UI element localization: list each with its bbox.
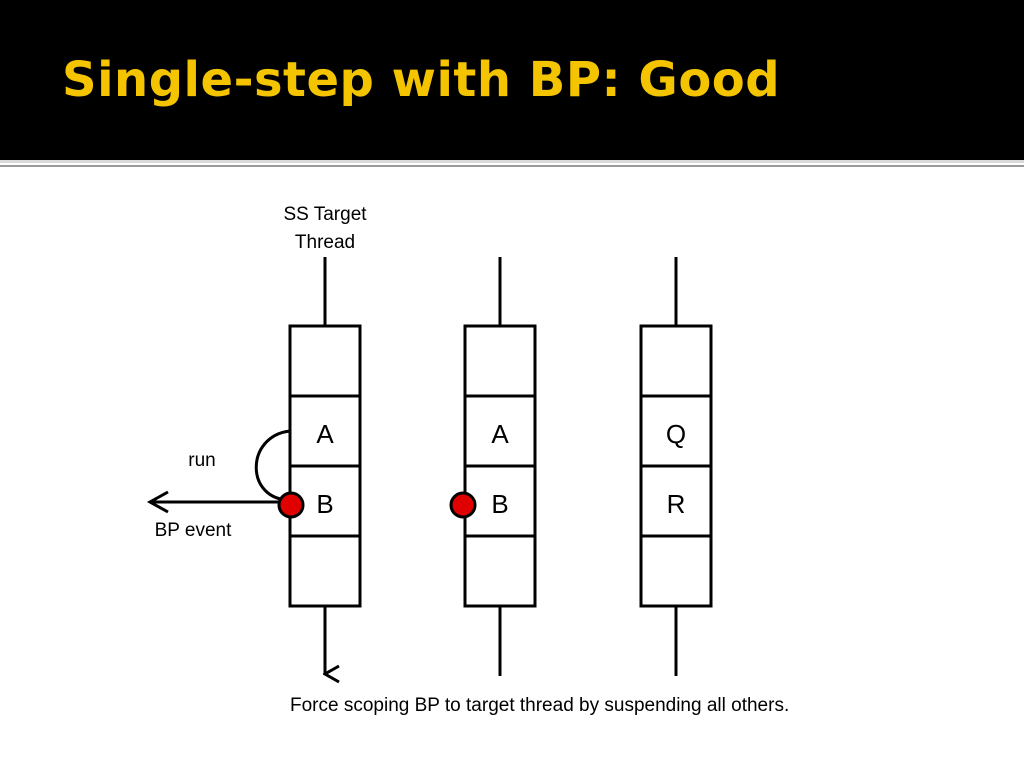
title-bar: Single-step with BP: Good xyxy=(0,0,1024,160)
stack-cell xyxy=(288,324,362,398)
cell-label: A xyxy=(316,419,334,449)
stack-cell xyxy=(463,534,537,608)
title-divider-shadow xyxy=(0,165,1024,167)
cell-label: A xyxy=(491,419,509,449)
target-thread-label-line2: Thread xyxy=(295,232,355,253)
target-thread-label-line1: SS Target xyxy=(283,204,367,225)
title-divider xyxy=(0,160,1024,163)
stack-cell xyxy=(639,464,713,538)
bp-event-arrowhead xyxy=(146,490,169,514)
thread-3: Q R xyxy=(639,257,713,676)
thread-2: A B xyxy=(449,257,537,676)
breakpoint-marker xyxy=(449,491,477,519)
cell-label: B xyxy=(316,489,333,519)
breakpoint-marker xyxy=(277,491,305,519)
run-arc xyxy=(254,429,291,502)
stack-cell xyxy=(463,324,537,398)
diagram-caption: Force scoping BP to target thread by sus… xyxy=(290,695,789,716)
stack-cell xyxy=(639,394,713,468)
cell-label: R xyxy=(667,489,686,519)
stack-cell xyxy=(639,534,713,608)
stack-cell xyxy=(288,534,362,608)
cell-label: B xyxy=(491,489,508,519)
cell-label: Q xyxy=(666,419,686,449)
stack-cell xyxy=(288,394,362,468)
thread-1: A B xyxy=(288,257,362,674)
bp-event-label: BP event xyxy=(155,520,232,541)
run-label: run xyxy=(188,450,215,471)
stack-cell xyxy=(639,324,713,398)
slide-title: Single-step with BP: Good xyxy=(62,52,781,108)
